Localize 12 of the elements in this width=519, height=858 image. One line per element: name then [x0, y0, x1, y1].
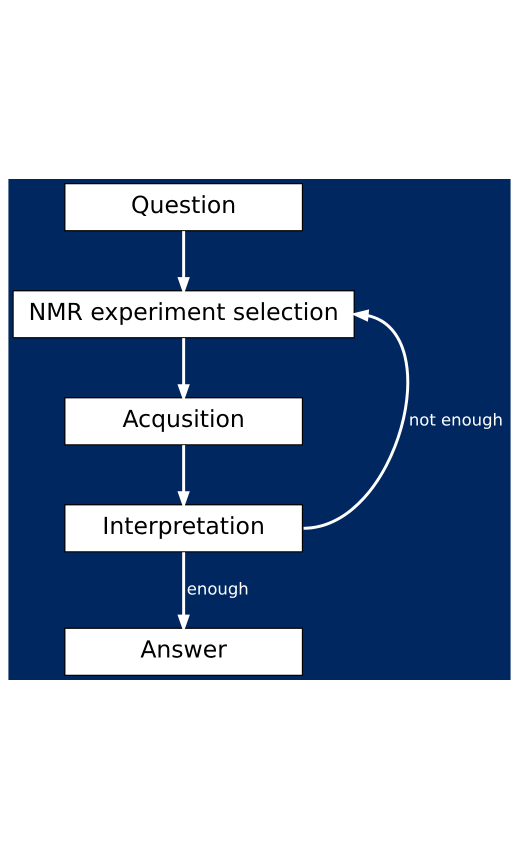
- node-box: Acqusition: [64, 396, 304, 445]
- arrow: [303, 308, 410, 530]
- node-box: Answer: [64, 627, 304, 676]
- node-box: NMR experiment selection: [12, 290, 355, 338]
- arrow: [177, 444, 190, 508]
- edge-label: enough: [186, 578, 249, 598]
- node-box: Interpretation: [64, 504, 304, 552]
- arrow: [177, 338, 190, 402]
- arrow: [177, 552, 190, 632]
- node-box: Question: [64, 182, 304, 231]
- edge-label: not enough: [408, 410, 503, 430]
- arrow: [177, 230, 190, 294]
